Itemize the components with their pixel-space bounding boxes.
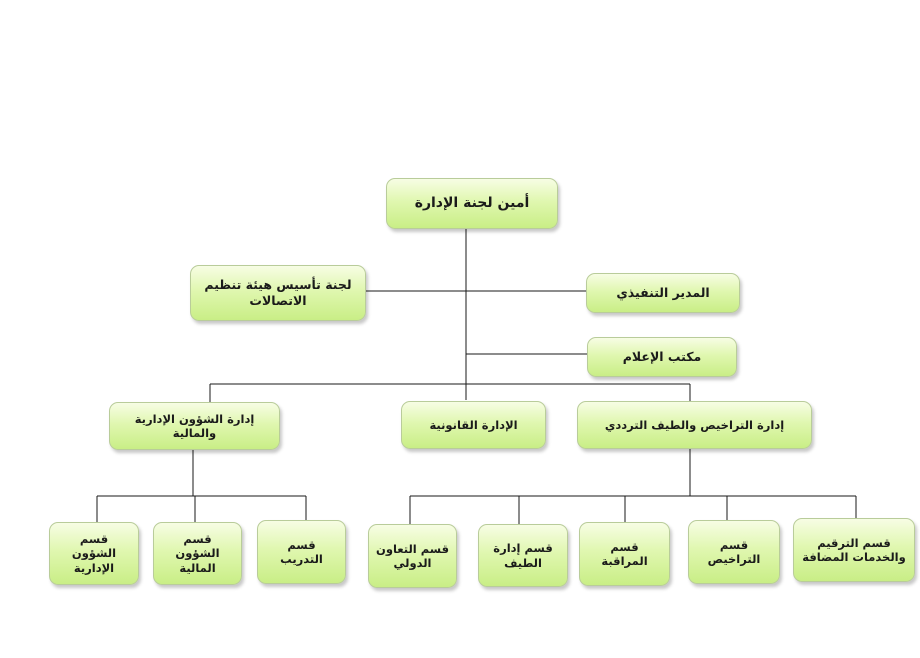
box-sec-financial-affairs[interactable]: قسم الشؤون المالية — [153, 522, 242, 585]
box-media-office-label: مكتب الإعلام — [622, 349, 702, 365]
box-sec-spectrum[interactable]: قسم إدارة الطيف — [478, 524, 568, 587]
box-media-office[interactable]: مكتب الإعلام — [587, 337, 737, 377]
box-sec-numbering-vas-label: قسم الترقيم والخدمات المضافة — [802, 535, 906, 564]
box-sec-training[interactable]: قسم التدريب — [257, 520, 346, 584]
box-sec-numbering-vas[interactable]: قسم الترقيم والخدمات المضافة — [793, 518, 915, 582]
box-dept-legal-label: الإدارة القانونية — [429, 417, 518, 432]
box-dept-licensing-spectrum[interactable]: إدارة التراخيص والطيف الترددي — [577, 401, 812, 449]
box-dept-legal[interactable]: الإدارة القانونية — [401, 401, 546, 449]
box-founding-committee[interactable]: لجنة تأسيس هيئة تنظيم الاتصالات — [190, 265, 366, 321]
box-dept-admin-finance-label: إدارة الشؤون الإدارية والمالية — [134, 411, 255, 440]
box-dept-licensing-spectrum-label: إدارة التراخيص والطيف الترددي — [604, 417, 785, 432]
box-sec-financial-affairs-label: قسم الشؤون المالية — [175, 531, 220, 575]
box-board-secretary-label: أمين لجنة الإدارة — [414, 194, 530, 211]
box-sec-training-label: قسم التدريب — [280, 537, 323, 566]
box-sec-admin-affairs[interactable]: قسم الشؤون الإدارية — [49, 522, 139, 585]
box-sec-intl-cooperation[interactable]: قسم التعاون الدولي — [368, 524, 457, 588]
box-sec-admin-affairs-label: قسم الشؤون الإدارية — [71, 531, 117, 575]
box-sec-licenses-label: قسم التراخيص — [707, 537, 761, 566]
box-sec-intl-cooperation-label: قسم التعاون الدولي — [376, 541, 449, 570]
box-executive-director[interactable]: المدير التنفيذي — [586, 273, 740, 313]
box-executive-director-label: المدير التنفيذي — [616, 285, 710, 301]
box-board-secretary[interactable]: أمين لجنة الإدارة — [386, 178, 558, 229]
box-sec-licenses[interactable]: قسم التراخيص — [688, 520, 780, 584]
box-sec-monitoring[interactable]: قسم المراقبة — [579, 522, 670, 586]
box-founding-committee-label: لجنة تأسيس هيئة تنظيم الاتصالات — [204, 277, 352, 308]
box-sec-monitoring-label: قسم المراقبة — [601, 539, 648, 568]
box-dept-admin-finance[interactable]: إدارة الشؤون الإدارية والمالية — [109, 402, 280, 450]
box-sec-spectrum-label: قسم إدارة الطيف — [493, 541, 553, 570]
